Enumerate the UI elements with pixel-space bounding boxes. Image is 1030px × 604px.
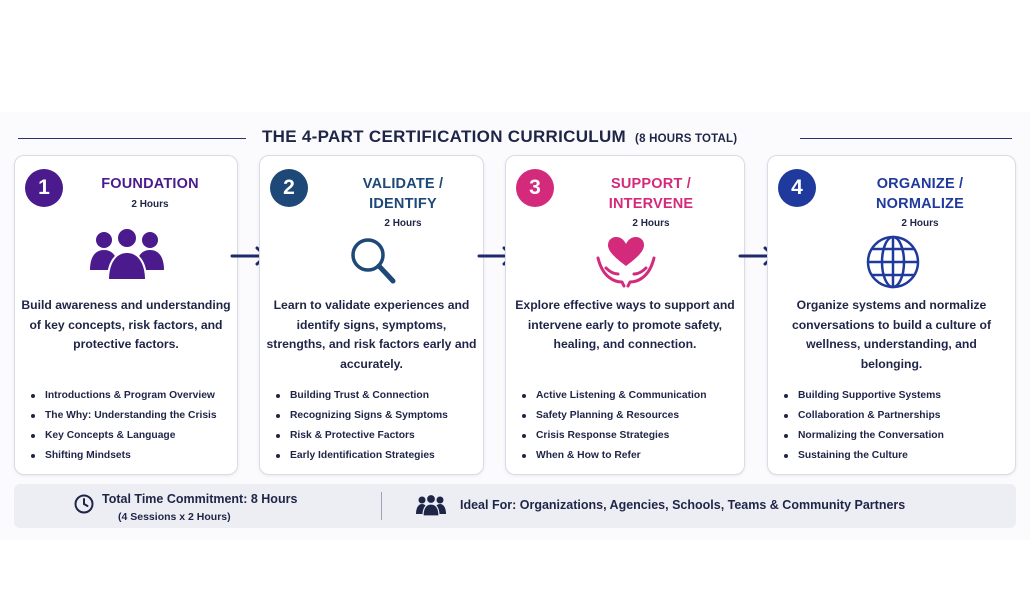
page-subtitle: (8 HOURS TOTAL) <box>635 133 738 145</box>
curriculum-card-support-intervene: 3 SUPPORT / INTERVENE 2 Hours Explore ef… <box>505 155 745 475</box>
list-item: When & How to Refer <box>520 446 740 466</box>
list-item: Risk & Protective Factors <box>274 426 479 446</box>
card-hours: 2 Hours <box>131 199 169 210</box>
time-sessions: (4 Sessions x 2 Hours) <box>118 511 231 523</box>
clock-icon <box>74 494 94 514</box>
topic-list: Building Supportive Systems Collaboratio… <box>782 386 1011 466</box>
globe-icon <box>768 234 1017 290</box>
card-hours: 2 Hours <box>384 218 422 229</box>
step-number-badge: 2 <box>270 169 308 207</box>
card-description: Learn to validate experiences and identi… <box>266 298 477 371</box>
page-title-text: THE 4-PART CERTIFICATION CURRICULUM <box>262 127 627 146</box>
list-item: Shifting Mindsets <box>29 446 233 466</box>
footer-divider <box>381 492 382 520</box>
list-item: Early Identification Strategies <box>274 446 479 466</box>
time-commitment: Total Time Commitment: 8 Hours <box>102 492 298 506</box>
list-item: Introductions & Program Overview <box>29 386 233 406</box>
hands-heart-icon <box>506 236 746 288</box>
list-item: Building Supportive Systems <box>782 386 1011 406</box>
card-description: Explore effective ways to support and in… <box>515 298 735 351</box>
magnifier-icon <box>260 236 485 286</box>
header-rule-right <box>800 138 1012 139</box>
card-title: VALIDATE / IDENTIFY <box>362 176 444 212</box>
curriculum-card-foundation: 1 FOUNDATION 2 Hours Build awareness and… <box>14 155 238 475</box>
curriculum-header: THE 4-PART CERTIFICATION CURRICULUM (8 H… <box>0 126 1030 150</box>
card-title: ORGANIZE / NORMALIZE <box>876 176 964 212</box>
list-item: Building Trust & Connection <box>274 386 479 406</box>
card-description: Build awareness and understanding of key… <box>21 298 231 351</box>
header-rule-left <box>18 138 246 139</box>
ideal-for-text: Ideal For: Organizations, Agencies, Scho… <box>460 498 906 512</box>
summary-bar: Total Time Commitment: 8 Hours (4 Sessio… <box>14 484 1016 528</box>
list-item: Normalizing the Conversation <box>782 426 1011 446</box>
people-icon <box>416 494 446 516</box>
card-description: Organize systems and normalize conversat… <box>791 298 992 371</box>
topic-list: Introductions & Program Overview The Why… <box>29 386 233 466</box>
step-number-badge: 4 <box>778 169 816 207</box>
list-item: Recognizing Signs & Symptoms <box>274 406 479 426</box>
page-title: THE 4-PART CERTIFICATION CURRICULUM (8 H… <box>262 127 792 147</box>
list-item: Active Listening & Communication <box>520 386 740 406</box>
topic-list: Building Trust & Connection Recognizing … <box>274 386 479 466</box>
list-item: Crisis Response Strategies <box>520 426 740 446</box>
list-item: Safety Planning & Resources <box>520 406 740 426</box>
card-title: SUPPORT / INTERVENE <box>608 176 694 212</box>
list-item: Key Concepts & Language <box>29 426 233 446</box>
card-hours: 2 Hours <box>901 218 939 229</box>
list-item: Sustaining the Culture <box>782 446 1011 466</box>
group-icon <box>15 226 239 282</box>
list-item: Collaboration & Partnerships <box>782 406 1011 426</box>
step-number-badge: 3 <box>516 169 554 207</box>
list-item: The Why: Understanding the Crisis <box>29 406 233 426</box>
curriculum-card-organize-normalize: 4 ORGANIZE / NORMALIZE 2 Hours Organize … <box>767 155 1016 475</box>
step-number-badge: 1 <box>25 169 63 207</box>
card-hours: 2 Hours <box>632 218 670 229</box>
topic-list: Active Listening & Communication Safety … <box>520 386 740 466</box>
curriculum-card-validate-identify: 2 VALIDATE / IDENTIFY 2 Hours Learn to v… <box>259 155 484 475</box>
card-title: FOUNDATION <box>101 176 199 192</box>
